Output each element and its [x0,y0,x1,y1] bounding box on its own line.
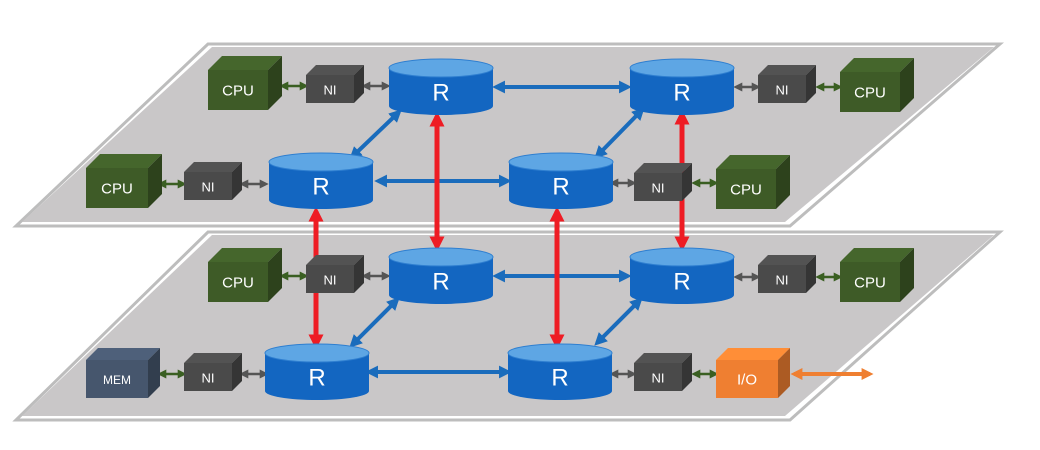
cpu-top-1-label: CPU [222,83,254,100]
cpu-top-4: CPU [716,155,790,209]
router-bottom-2: R [629,247,735,304]
link-r2-r4-top [594,107,645,159]
router-top-3: R [268,152,374,209]
link-r5-r7-bottom [349,297,400,348]
cpu-top-3-label: CPU [101,181,133,198]
cpu-top-2-label: CPU [854,85,886,102]
ni-bottom-4: NI [634,353,692,391]
ni-top-1: NI [306,65,364,103]
router-top-1-label: R [432,80,449,107]
io-block: I/O [716,348,790,398]
cpu-top-3: CPU [86,154,162,208]
cpu-bottom-2-label: CPU [854,275,886,292]
ni-bottom-3-label: NI [202,371,215,386]
cpu-bottom-2: CPU [840,248,914,302]
router-bottom-3-label: R [308,365,325,392]
link-r1-r3-top [349,109,402,160]
router-top-2: R [629,58,735,115]
mem-block-label: MEM [103,373,131,387]
router-top-4-label: R [552,174,569,201]
nodes-layer: R R R R R R R R CPU CPU CPU CPU CPU CPU NI NI NI NI NI NI NI… [86,56,914,400]
cpu-bottom-1-label: CPU [222,275,254,292]
router-top-4: R [508,152,614,209]
io-block-label: I/O [737,372,757,389]
ni-top-3: NI [184,162,242,200]
cpu-top-2: CPU [840,58,914,112]
ni-top-4: NI [634,163,692,201]
router-bottom-1: R [388,247,494,304]
router-bottom-4-label: R [551,365,568,392]
router-bottom-3: R [264,343,370,400]
ni-top-1-label: NI [324,83,337,98]
ni-bottom-1-label: NI [324,273,337,288]
cpu-top-4-label: CPU [730,182,762,199]
ni-top-2-label: NI [776,83,789,98]
router-bottom-4: R [507,343,613,400]
ni-top-2: NI [758,65,816,103]
router-top-1: R [388,58,494,115]
cpu-bottom-1: CPU [208,248,282,302]
ni-bottom-3: NI [184,353,242,391]
router-top-2-label: R [673,80,690,107]
mem-block: MEM [86,348,160,398]
ni-bottom-1: NI [306,255,364,293]
ni-top-4-label: NI [652,181,665,196]
router-bottom-2-label: R [673,269,690,296]
cpu-top-1: CPU [208,56,282,110]
link-r6-r8-bottom [594,297,643,346]
ni-top-3-label: NI [202,180,215,195]
router-bottom-1-label: R [432,269,449,296]
ni-bottom-2: NI [758,255,816,293]
router-top-3-label: R [312,174,329,201]
ni-bottom-2-label: NI [776,273,789,288]
ni-bottom-4-label: NI [652,371,665,386]
